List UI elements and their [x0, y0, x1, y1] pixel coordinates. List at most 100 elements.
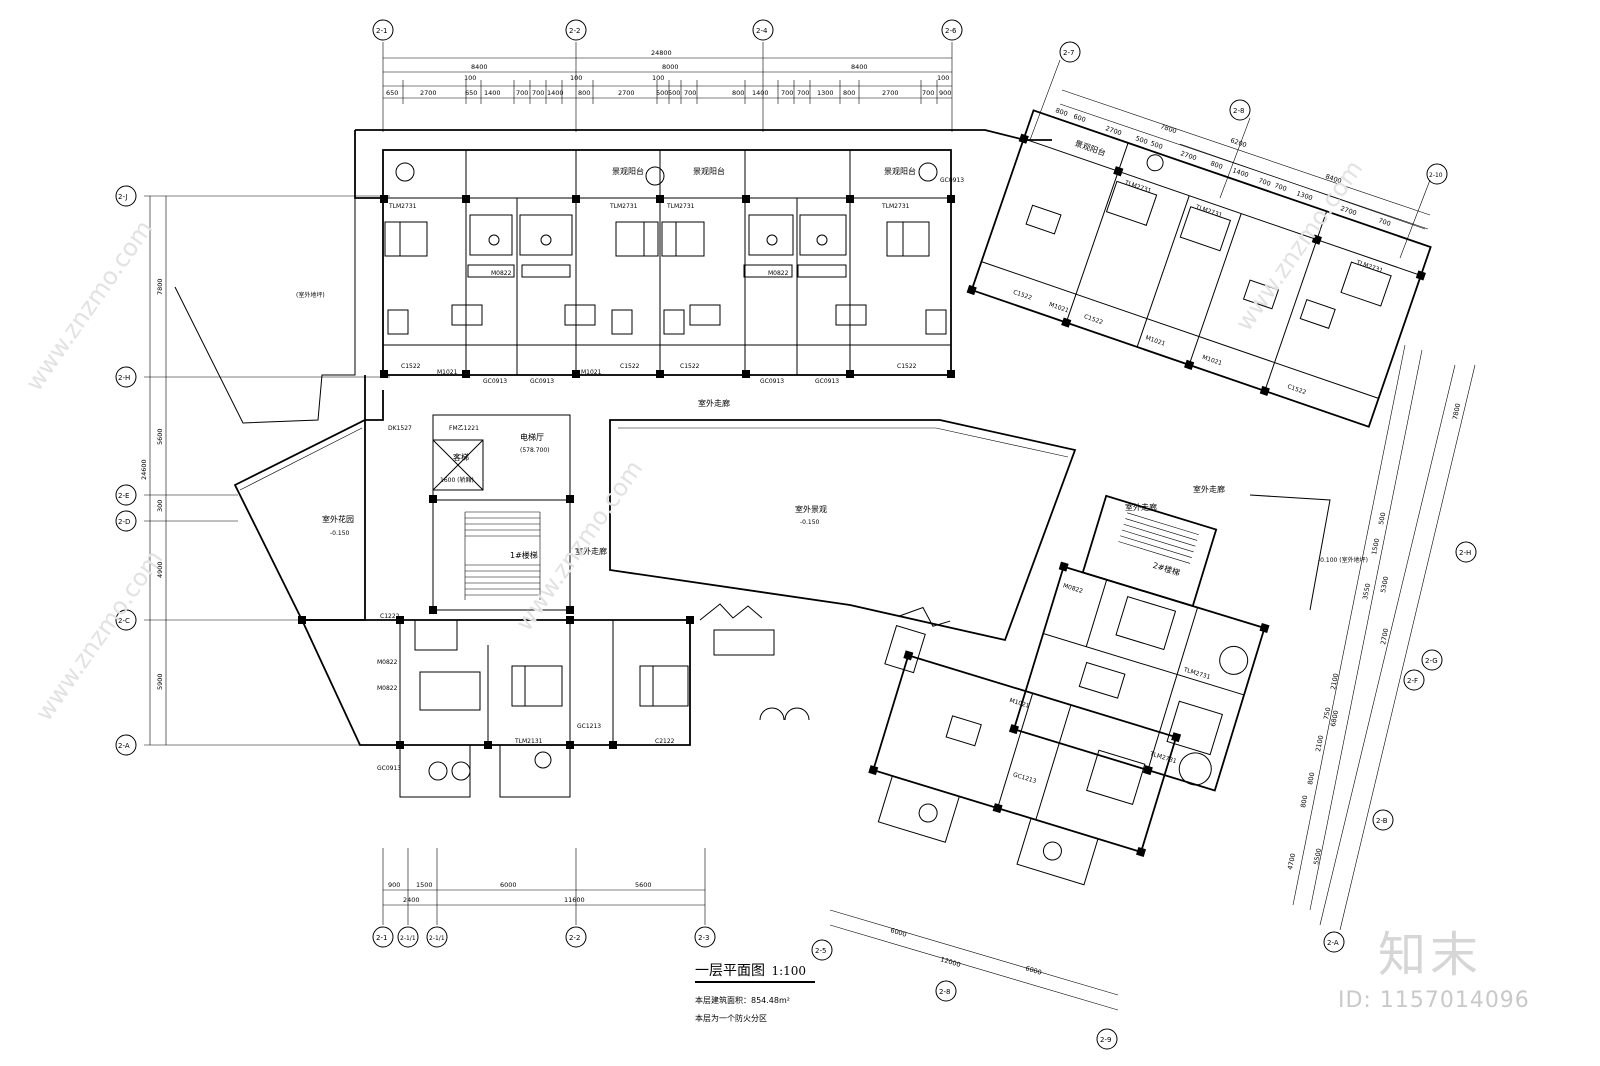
- dim-wing-top-detail: 500: [1134, 134, 1148, 146]
- door-tag: M0822: [491, 270, 512, 277]
- axis-bubble-left: 2-J: [115, 185, 137, 207]
- dim-wing-right: 5500: [1312, 848, 1323, 866]
- window-tag: C1522: [401, 363, 421, 370]
- title-underline: [695, 981, 815, 983]
- axis-bubble-bottom: 2-1: [372, 926, 394, 948]
- window-tag: GC0913: [760, 378, 784, 385]
- dim-top-detail: 650: [465, 89, 477, 97]
- svg-text:2-5: 2-5: [815, 947, 826, 955]
- dim-top-detail-row: 650 2700 650 1400 700 700 1400 800 2700 …: [386, 89, 951, 97]
- svg-text:2-6: 2-6: [945, 27, 957, 35]
- balcony-label: 景观阳台: [693, 166, 725, 176]
- dim-top-detail: 500: [656, 89, 668, 97]
- dim-left-bay: 4900: [156, 561, 164, 578]
- balcony-label: 景观阳台: [884, 166, 916, 176]
- svg-text:2-E: 2-E: [118, 492, 129, 500]
- stair1-label: 1#楼梯: [510, 550, 538, 560]
- svg-text:2-C: 2-C: [118, 617, 130, 625]
- top-dimensions: 24800 8400 8000 8400 100 100 100 100 650…: [372, 19, 963, 132]
- window-tag: GC0913: [483, 378, 507, 385]
- door-tag: M1021: [1144, 334, 1166, 347]
- svg-text:2-10: 2-10: [1429, 172, 1443, 179]
- bottom-dimensions: 900 1500 6000 5600 2400 11600 2-1 2-1/1 …: [372, 848, 716, 948]
- axis-bubble-top: 2-4: [752, 19, 774, 41]
- garden-label: 室外花园: [322, 514, 354, 524]
- svg-text:2-1: 2-1: [376, 27, 387, 35]
- window-tag: C1522: [1083, 313, 1104, 326]
- dim-wing-right: 6800: [1329, 710, 1340, 728]
- axis-bubble-wing: 2-G: [1421, 649, 1443, 671]
- svg-text:2-3: 2-3: [698, 934, 709, 942]
- stair-treads: [464, 511, 541, 600]
- outdoor-platform-label: (室外地坪): [296, 291, 325, 299]
- dim-wing-mid: 800: [1209, 159, 1223, 171]
- dim-top-small: 100: [464, 74, 476, 82]
- dim-wing-right: 2100: [1329, 673, 1340, 691]
- window-tag: GC0913: [940, 177, 964, 184]
- dim-wing-right: 4700: [1286, 853, 1297, 871]
- wing-dimensions: 7800 800 600 2700 500 500 2700 6200 8400…: [811, 41, 1477, 1050]
- dim-wing-right: 1500: [1370, 538, 1381, 556]
- axis-bubble-wing: 2-8: [935, 980, 957, 1002]
- window-tag: C1522: [680, 363, 700, 370]
- door-tag: M0822: [768, 270, 789, 277]
- door-tag: M0822: [377, 659, 398, 666]
- structural-columns: [380, 195, 955, 378]
- lift-detail: 1600 (轿厢): [440, 476, 474, 484]
- drawing-scale: 1:100: [771, 964, 807, 978]
- axis-bubble-left: 2-C: [115, 609, 137, 631]
- dim-top-small: 100: [937, 74, 949, 82]
- drawing-title-text: 一层平面图: [695, 963, 765, 979]
- door-tag: M1021: [437, 369, 458, 376]
- axis-bubble-wing: 2-10: [1426, 163, 1448, 185]
- axis-bubble-left: 2-H: [115, 366, 137, 388]
- balcony-label: 景观阳台: [1074, 138, 1108, 158]
- dim-top-bay: 8400: [851, 63, 868, 71]
- door-tag: TLM2731: [388, 203, 417, 210]
- dim-left-bay: 5900: [156, 673, 164, 690]
- axis-bubble-wing: 2-8: [1229, 99, 1251, 121]
- dim-top-bay: 8000: [662, 63, 679, 71]
- door-tag: TLM2131: [514, 738, 543, 745]
- outdoor-garden: 室外花园 -0.150: [233, 418, 366, 621]
- axis-bubble-wing: 2-9: [1096, 1028, 1118, 1050]
- dim-left-total: 24600: [140, 459, 148, 480]
- svg-text:2-8: 2-8: [939, 988, 950, 996]
- dim-left-bay: 300: [156, 500, 164, 512]
- window-tag: C1522: [897, 363, 917, 370]
- door-tag: M0822: [1062, 582, 1084, 595]
- fire-door-tag: FM乙1221: [449, 425, 479, 432]
- dim-bottom-total: 11600: [564, 896, 585, 904]
- dim-bottom-detail: 1500: [416, 881, 433, 889]
- window-tag: GC0913: [377, 765, 401, 772]
- north-block: 景观阳台 景观阳台 景观阳台: [354, 129, 1052, 385]
- dim-top-detail: 700: [922, 89, 934, 97]
- area-note: 本层建筑面积：854.48m²: [695, 996, 790, 1005]
- dim-top-detail: 800: [732, 89, 744, 97]
- axis-bubble-wing: 2-A: [1323, 931, 1345, 953]
- axis-bubble-wing: 2-H: [1455, 541, 1477, 563]
- window-tag: C1522: [1286, 383, 1307, 396]
- dim-top-bay: 8400: [471, 63, 488, 71]
- window-tag: GC0913: [530, 378, 554, 385]
- svg-text:2-F: 2-F: [1407, 677, 1418, 685]
- axis-bubble-wing: 2-5: [811, 939, 833, 961]
- dim-top-detail: 700: [516, 89, 528, 97]
- axis-bubble-top: 2-6: [941, 19, 963, 41]
- dim-wing-bottom: 6000: [889, 926, 907, 938]
- dim-top-small: 100: [652, 74, 664, 82]
- svg-text:2-1/1: 2-1/1: [429, 935, 445, 942]
- dim-wing-right: 5300: [1379, 576, 1390, 594]
- outdoor-platform: (室外地坪): [174, 198, 356, 424]
- dim-wing-mid: 1400: [1231, 166, 1249, 179]
- dim-top-detail: 700: [781, 89, 793, 97]
- dim-top-detail: 650: [386, 89, 398, 97]
- svg-text:2-1/1: 2-1/1: [400, 935, 416, 942]
- dim-top-detail: 800: [843, 89, 855, 97]
- dim-top-detail: 1400: [752, 89, 769, 97]
- svg-text:2-7: 2-7: [1063, 49, 1074, 57]
- outdoor-corridor-label: 室外走廊: [698, 398, 730, 408]
- southeast-units: M1021 GC1213 TLM2731: [868, 606, 1182, 886]
- left-dimensions: 24600 7800 5600 300 4900 5900 2-J 2-H 2-…: [115, 185, 390, 756]
